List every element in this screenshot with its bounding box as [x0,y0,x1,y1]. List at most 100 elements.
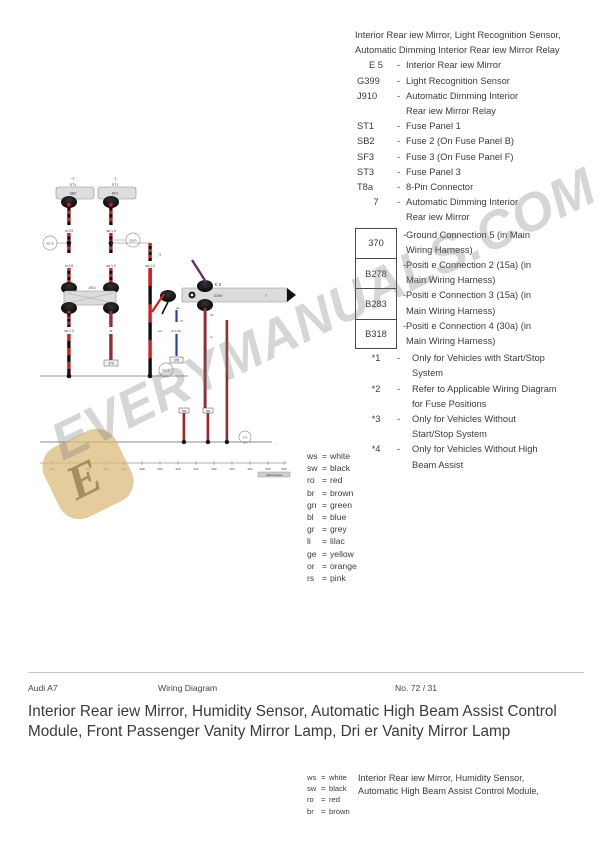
color-key-eq: = [322,499,328,510]
bottom-caption-line1: Interior Rear iew Mirror, Humidity Senso… [358,773,525,783]
legend-item: SB2 - Fuse 2 (On Fuse Panel B) [355,134,603,149]
svg-text:br: br [110,329,114,333]
footnote-line1: Only for Vehicles Without [412,414,516,425]
svg-text:ST1: ST1 [70,183,77,187]
legend-item-dash: - [397,136,401,147]
boxed-desc-line1: Ground Connection 5 (in Main [406,229,531,240]
svg-text:sw 1.0: sw 1.0 [64,329,73,333]
color-key-name: pink [330,573,346,584]
footnote-code: *3 [371,414,381,425]
svg-text:bl 0.35: bl 0.35 [171,329,180,333]
color-key-abbr: ge [307,548,317,559]
color-key-eq: = [322,560,328,571]
legend-item-code: E 5 [369,60,383,71]
legend-item-desc: Fuse 2 (On Fuse Panel B) [406,136,514,147]
boxed-desc-line1: Positi e Connection 4 (30a) (in [406,320,532,331]
legend-item: 7 - Automatic Dimming Interior [355,195,603,210]
bottom-caption: Interior Rear iew Mirror, Humidity Senso… [358,772,608,798]
bottom-color-key-row: ws = white [307,772,350,783]
svg-text:21: 21 [210,313,214,317]
footnote-desc: Only for Vehicles Without High Beam Assi… [412,442,603,472]
footnote-line2: System [412,368,443,379]
boxed-connector-desc: Positi e Connection 4 (30a) (in Main Wir… [406,319,603,349]
bottom-color-key-name: brown [329,806,350,816]
svg-text:B318: B318 [162,369,169,373]
legend-item-code: T8a [357,182,374,193]
footnote-line1: Refer to Applicable Wiring Diagram [412,383,557,394]
footnote-line2: Beam Assist [412,459,464,470]
color-key-row: sw = black [307,462,357,474]
legend-item-cont: Rear iew Mirror [406,212,470,223]
svg-text:ST1: ST1 [112,183,119,187]
legend-item-dash: - [397,151,401,162]
svg-text:J910: J910 [88,286,95,290]
color-key-row: gr = grey [307,523,357,535]
color-key-eq: = [322,463,328,474]
svg-text:*2: *2 [71,177,74,181]
boxed-connector-desc: Positi e Connection 3 (15a) (in Main Wir… [406,288,603,318]
svg-text:401: 401 [193,467,198,471]
legend-item: SF3 - Fuse 3 (On Fuse Panel F) [355,150,603,165]
svg-text:404: 404 [247,467,252,471]
color-key-eq: = [322,487,328,498]
footnote-code: *4 [371,444,381,455]
bottom-color-key-eq: = [321,795,326,805]
boxed-connector-desc: Positi e Connection 2 (15a) (in Main Wir… [406,258,603,288]
svg-text:sw 1.0: sw 1.0 [106,264,115,268]
bottom-color-key-row: br = brown [307,806,350,817]
page-title: Interior Rear iew Mirror, Humidity Senso… [28,703,557,740]
color-key-row: li = lilac [307,535,357,547]
bottom-color-key-name: black [329,784,347,794]
legend-item-code: ST3 [357,166,375,177]
component-block-e5: E 5 G399 7 [160,280,296,311]
legend-item-desc: Fuse Panel 3 [406,166,461,177]
legend-item: T8a - 8-Pin Connector [355,180,603,195]
color-key-row: or = orange [307,560,357,572]
boxed-desc-line2: Wiring Harness) [406,244,473,255]
bottom-color-key-abbr: br [307,806,314,816]
boxed-connector-row: B318 - Positi e Connection 4 (30a) (in M… [355,318,603,350]
footnote-row: *1 - Only for Vehicles with Start/Stop S… [355,351,603,381]
legend-item-code: ST1 [357,121,375,132]
boxed-desc-line1: Positi e Connection 2 (15a) (in [406,260,532,271]
footnote-row: *2 - Refer to Applicable Wiring Diagram … [355,382,603,412]
legend-item-desc: Fuse Panel 1 [406,121,461,132]
svg-text:SB2: SB2 [70,192,77,196]
connector-node-b283: B283 [112,232,141,248]
color-key-row: br = brown [307,487,357,499]
boxed-connector-code: 370 [355,227,397,259]
svg-text:406: 406 [281,467,286,471]
footnote-row: *3 - Only for Vehicles Without Start/Sto… [355,412,603,442]
footer-doc-type: Wiring Diagram [158,683,218,693]
bottom-color-key-abbr: ro [307,795,314,805]
legend-item-desc: Automatic Dimming Interior [406,197,519,208]
svg-text:B278: B278 [46,242,53,246]
color-key-abbr: gr [307,524,315,535]
boxed-connector-code: B318 [355,318,397,350]
bottom-color-key-eq: = [321,806,326,816]
svg-text:402: 402 [211,467,216,471]
bottom-wire-color-key: ws = white sw = black ro = red br = brow… [307,772,350,817]
svg-text:ws: ws [158,329,162,333]
color-key-name: red [330,475,343,486]
svg-text:T8a/connector: T8a/connector [266,473,283,477]
bottom-color-key-name: red [329,795,340,805]
boxed-desc-line2: Main Wiring Harness) [406,275,496,286]
color-key-abbr: sw [307,463,318,474]
color-key-abbr: bl [307,512,314,523]
svg-text:393: 393 [49,467,54,471]
legend-item: G399 - Light Recognition Sensor [355,74,603,89]
boxed-connector-dash: - [403,320,407,331]
legend-item-cont: Rear iew Mirror Relay [406,106,496,117]
bottom-color-key-abbr: sw [307,784,317,794]
color-key-eq: = [322,548,328,559]
boxed-desc-line1: Positi e Connection 3 (15a) (in [406,290,532,301]
bottom-color-key-eq: = [321,784,326,794]
color-key-name: yellow [330,548,354,559]
svg-text:400: 400 [175,467,180,471]
color-key-row: rs = pink [307,572,357,584]
color-key-eq: = [322,536,328,547]
boxed-connector-dash: - [403,260,407,271]
connector-node-b318: B318 [158,362,174,378]
boxed-connector-dash: - [403,290,407,301]
